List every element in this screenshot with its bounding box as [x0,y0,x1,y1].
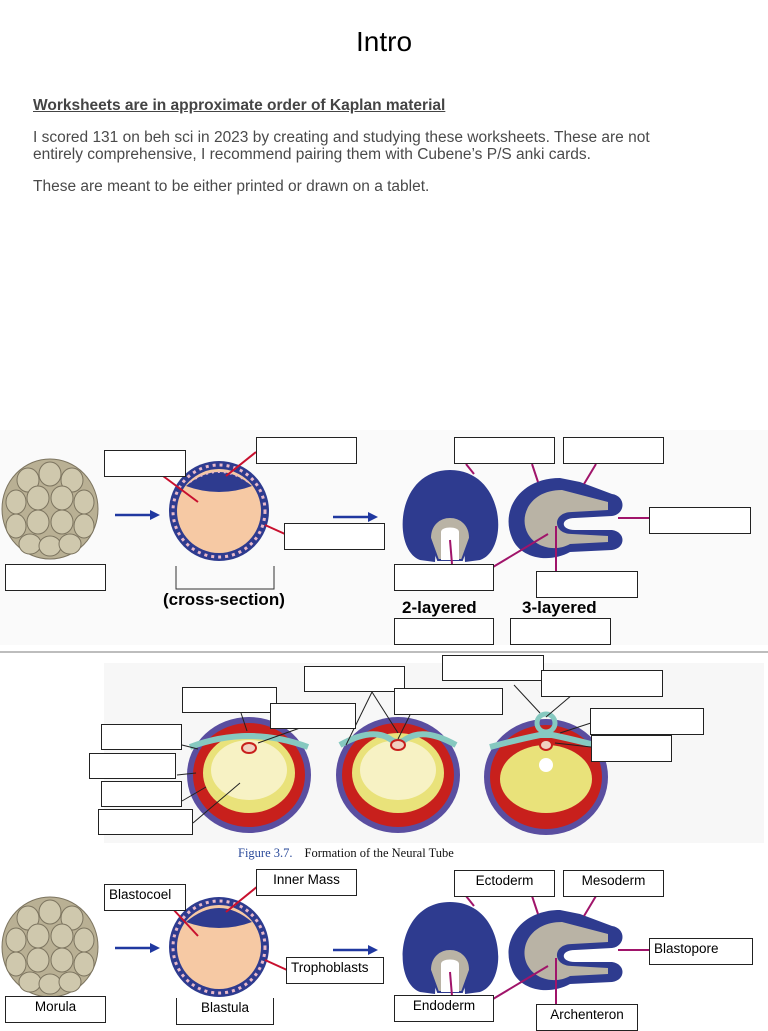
intro-paragraph-line-1: I scored 131 on beh sci in 2023 by creat… [33,129,650,146]
blank-label-box[interactable] [104,450,186,477]
blank-label-box[interactable] [591,735,672,762]
blank-label-box[interactable] [590,708,704,735]
neural-tube-stage-drawing [484,711,608,835]
blank-label-box[interactable] [454,437,555,464]
blank-label-box[interactable] [89,753,176,779]
blank-label-box[interactable] [649,507,751,534]
blank-label-box[interactable] [101,724,182,750]
morula-drawing [1,896,99,998]
blank-label-box[interactable] [563,437,664,464]
trophoblasts-label: Trophoblasts [286,957,384,984]
blank-label-box[interactable] [98,809,193,835]
worksheet-heading: Worksheets are in approximate order of K… [33,97,446,114]
blank-label-box[interactable] [510,618,611,645]
blank-label-box[interactable] [536,571,638,598]
figure-number: Figure 3.7. [238,846,293,860]
blank-label-box[interactable] [284,523,385,550]
two-layered-gastrula-drawing [402,902,499,994]
intro-paragraph-line-2: entirely comprehensive, I recommend pair… [33,146,591,163]
blank-label-box[interactable] [5,564,106,591]
cross-section-label: (cross-section) [163,590,285,609]
embryo-development-drawing [0,430,768,645]
two-layered-label: 2-layered [402,598,477,617]
neural-plate-stage-drawing [187,717,311,833]
morula-drawing [1,458,99,560]
neural-tube-figure [0,655,768,865]
section-divider [0,651,768,653]
morula-label: Morula [5,996,106,1023]
three-layered-label: 3-layered [522,598,597,617]
inner-mass-label: Inner Mass [256,869,357,896]
embryo-development-figure-answers: Blastocoel Inner Mass Trophoblasts Morul… [0,868,768,1031]
endoderm-label: Endoderm [394,995,494,1022]
three-layered-gastrula-drawing [508,478,623,559]
blank-label-box[interactable] [182,687,277,713]
blastocoel-label: Blastocoel [104,884,186,911]
neural-groove-stage-drawing [336,717,460,833]
two-layered-gastrula-drawing [402,470,499,562]
blastopore-label: Blastopore [649,938,753,965]
blank-label-box[interactable] [270,703,356,729]
page-title: Intro [355,26,413,57]
figure-caption: Figure 3.7. Formation of the Neural Tube [238,846,454,861]
blank-label-box[interactable] [541,670,663,697]
figure-caption-text: Formation of the Neural Tube [304,846,454,860]
blank-label-box[interactable] [394,618,494,645]
blank-label-box[interactable] [394,564,494,591]
blastula-drawing [169,897,269,997]
blank-label-box[interactable] [256,437,357,464]
blank-label-box[interactable] [442,655,544,681]
three-layered-gastrula-drawing [508,910,623,991]
embryo-development-answers-drawing [1,885,650,1004]
archenteron-label: Archenteron [536,1004,638,1031]
embryo-development-figure-blank: (cross-section) 2-layered 3-layered [0,430,768,645]
intro-paragraph-2: These are meant to be either printed or … [33,178,430,195]
blastula-label: Blastula [176,998,274,1025]
blank-label-box[interactable] [101,781,182,807]
mesoderm-label: Mesoderm [563,870,664,897]
ectoderm-label: Ectoderm [454,870,555,897]
blank-label-box[interactable] [394,688,503,715]
blank-label-box[interactable] [304,666,405,692]
blastula-drawing [169,461,269,561]
